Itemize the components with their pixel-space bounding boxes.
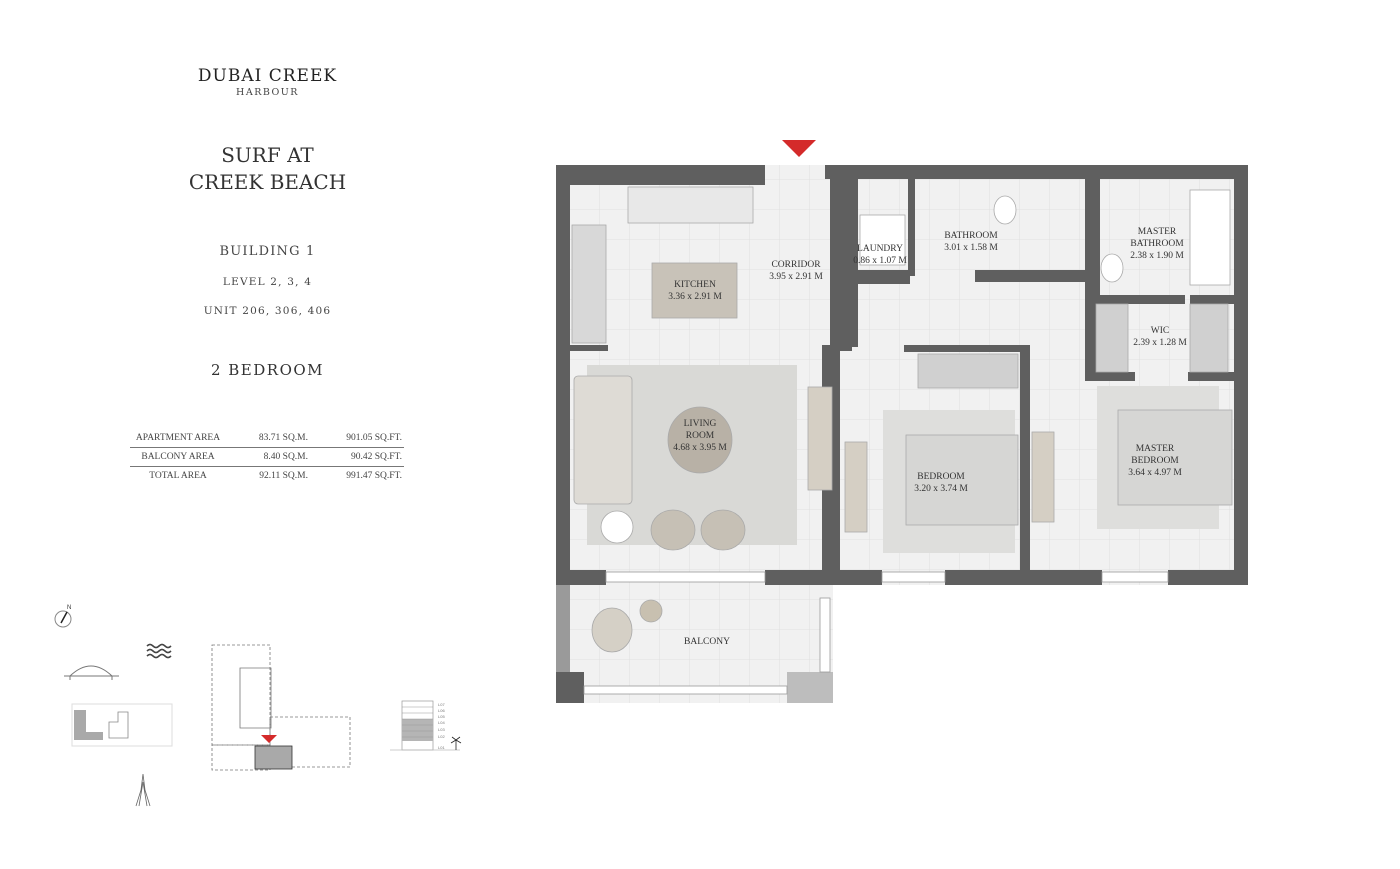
bathtub — [1189, 189, 1231, 286]
room-size: 2.38 x 1.90 M — [1130, 251, 1184, 261]
table-row: TOTAL AREA 92.11 SQ.M. 991.47 SQ.FT. — [130, 466, 404, 485]
area-sqft: 901.05 SQ.FT. — [346, 433, 402, 443]
unit-marker-icon — [261, 735, 277, 743]
room-label-wic: WIC 2.39 x 1.28 M — [1133, 325, 1187, 349]
palm-tree-icon — [450, 736, 462, 750]
armchair — [700, 509, 746, 551]
windows — [583, 571, 1169, 695]
unit-label: UNIT 206, 306, 406 — [203, 305, 332, 317]
room-name: BEDROOM — [917, 472, 965, 482]
area-table: APARTMENT AREA 83.71 SQ.M. 901.05 SQ.FT.… — [130, 429, 404, 485]
balcony-chair — [591, 607, 633, 653]
laundry-unit — [859, 214, 906, 266]
side-table — [600, 510, 634, 544]
kitchen-counter-side — [571, 224, 607, 344]
bridge-icon — [64, 665, 119, 680]
area-sqm: 83.71 SQ.M. — [258, 433, 308, 443]
room-label-master-bedroom: MASTER BEDROOM 3.64 x 4.97 M — [1128, 443, 1182, 479]
room-name: BALCONY — [684, 637, 730, 647]
room-name: CORRIDOR — [771, 260, 821, 270]
compass-icon: N — [54, 605, 72, 628]
bed — [905, 434, 1019, 526]
tv-unit — [807, 386, 833, 491]
table-row: BALCONY AREA 8.40 SQ.M. 90.42 SQ.FT. — [130, 447, 404, 467]
area-sqm: 8.40 SQ.M. — [226, 447, 310, 467]
water-waves-icon — [146, 643, 172, 659]
master-bed — [1117, 409, 1233, 506]
room-label-master-bathroom: MASTER BATHROOM 2.38 x 1.90 M — [1130, 226, 1184, 262]
area-sqm: 92.11 SQ.M. — [226, 466, 310, 485]
room-name: ROOM — [685, 431, 715, 441]
room-name: LIVING — [683, 419, 717, 429]
room-size: 3.20 x 3.74 M — [914, 484, 968, 494]
room-name: KITCHEN — [674, 280, 716, 290]
room-name: BEDROOM — [1131, 456, 1179, 466]
room-size: 3.95 x 2.91 M — [769, 272, 823, 282]
level-label: L03 — [438, 727, 445, 732]
room-name: MASTER — [1137, 227, 1177, 237]
room-label-balcony: BALCONY — [684, 636, 730, 648]
dresser — [844, 441, 868, 533]
wic-wardrobe — [1095, 303, 1129, 373]
level-label: L05 — [438, 714, 445, 719]
dresser — [1031, 431, 1055, 523]
wic-wardrobe — [1189, 303, 1229, 373]
area-label: TOTAL AREA — [130, 466, 226, 485]
room-name: WIC — [1150, 326, 1170, 336]
level-label: L04 — [438, 720, 445, 725]
coffee-table — [667, 406, 733, 474]
area-label: APARTMENT AREA — [135, 433, 221, 443]
level-label: L02 — [438, 734, 445, 739]
furniture — [571, 186, 1233, 653]
project-title-line1: SURF AT — [221, 143, 314, 167]
area-sqft: 90.42 SQ.FT. — [310, 447, 404, 467]
armchair — [650, 509, 696, 551]
balcony-table — [639, 599, 663, 623]
wardrobe — [917, 353, 1019, 389]
room-name: MASTER — [1135, 444, 1175, 454]
level-label: LEVEL 2, 3, 4 — [222, 276, 313, 288]
building-label: BUILDING 1 — [219, 244, 316, 259]
sofa — [573, 375, 633, 505]
level-label: L01 — [438, 745, 445, 750]
room-label-kitchen: KITCHEN 3.36 x 2.91 M — [668, 279, 722, 303]
room-size: 3.36 x 2.91 M — [668, 292, 722, 302]
room-label-bedroom: BEDROOM 3.20 x 3.74 M — [914, 471, 968, 495]
level-label: L06 — [438, 708, 445, 713]
room-size: 3.64 x 4.97 M — [1128, 468, 1182, 478]
area-sqft: 991.47 SQ.FT. — [310, 466, 404, 485]
room-size: 2.39 x 1.28 M — [1133, 338, 1187, 348]
toilet — [993, 195, 1017, 225]
unit-type: 2 BEDROOM — [210, 361, 325, 379]
level-label: L07 — [438, 702, 445, 707]
brand-name: DUBAI CREEK — [197, 66, 338, 86]
room-size: 4.68 x 3.95 M — [673, 443, 727, 453]
key-plan-graphics: N — [54, 605, 462, 807]
room-size: 3.01 x 1.58 M — [944, 243, 998, 253]
toilet — [1100, 253, 1124, 283]
kitchen-counter — [627, 186, 754, 224]
building-key-plan — [211, 644, 351, 771]
room-size: 0.86 x 1.07 M — [853, 256, 907, 266]
burj-tower-icon — [135, 773, 151, 807]
room-name: BATHROOM — [944, 231, 998, 241]
room-label-corridor: CORRIDOR 3.95 x 2.91 M — [769, 259, 823, 283]
compass-label: N — [67, 605, 71, 611]
room-label-living: LIVING ROOM 4.68 x 3.95 M — [673, 418, 727, 454]
dining-table — [651, 262, 738, 319]
room-label-laundry: LAUNDRY 0.86 x 1.07 M — [853, 243, 907, 267]
table-row: APARTMENT AREA 83.71 SQ.M. 901.05 SQ.FT. — [130, 429, 404, 448]
room-name: LAUNDRY — [857, 244, 903, 254]
site-plan-icon — [71, 703, 173, 747]
area-label: BALCONY AREA — [130, 447, 226, 467]
entry-marker-icon — [782, 140, 816, 157]
project-title-line2: CREEK BEACH — [188, 170, 347, 194]
level-stack-icon — [390, 700, 460, 751]
brand-subtitle: HARBOUR — [236, 87, 299, 98]
room-name: BATHROOM — [1130, 239, 1184, 249]
project-title: SURF AT CREEK BEACH — [160, 142, 375, 196]
room-label-bathroom: BATHROOM 3.01 x 1.58 M — [944, 230, 998, 254]
